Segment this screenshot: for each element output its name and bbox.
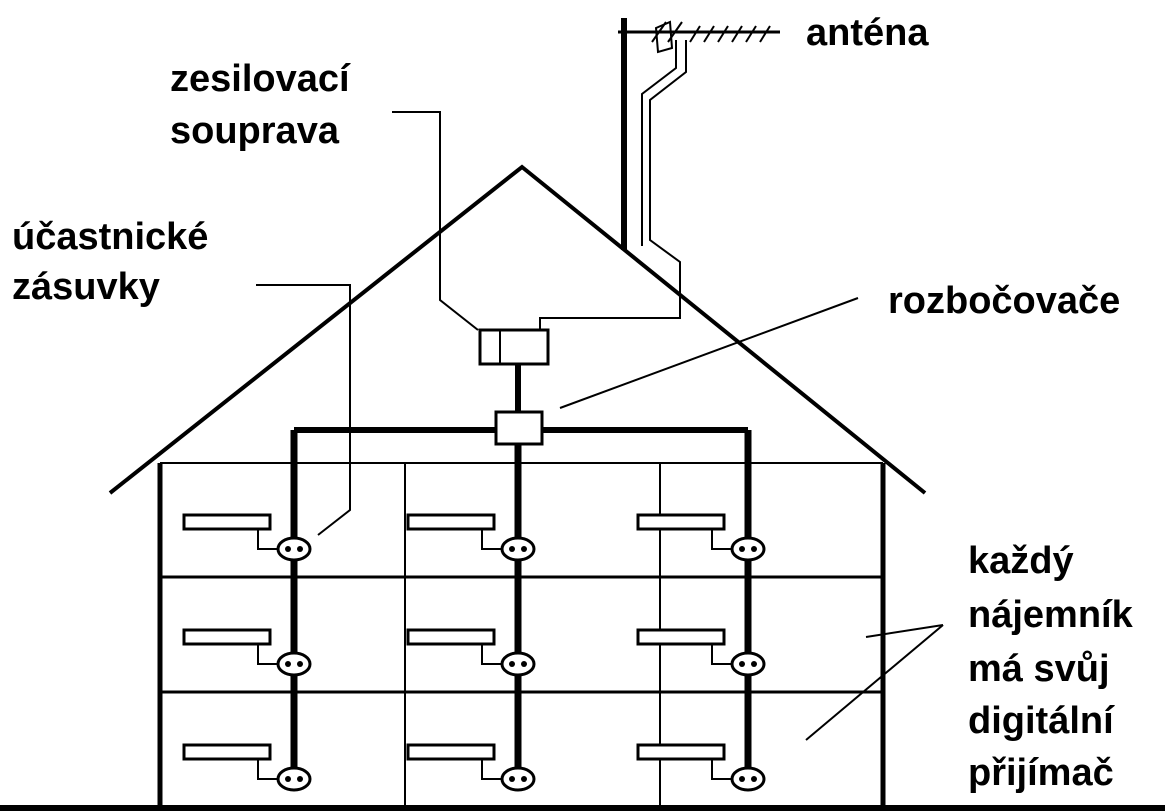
receiver-cable	[481, 529, 502, 550]
socket-pin	[521, 776, 527, 782]
socket-pin	[739, 546, 745, 552]
socket-pin	[751, 661, 757, 667]
amplifier-leader	[392, 111, 479, 331]
antenna-cable	[539, 40, 687, 338]
socket	[730, 536, 766, 562]
socket	[730, 766, 766, 792]
label-receiver-line-5: přijímač	[968, 752, 1114, 794]
socket-pin	[297, 546, 303, 552]
socket-pin	[521, 546, 527, 552]
socket-pin	[509, 661, 515, 667]
apartment-units	[182, 513, 766, 792]
socket-pin	[739, 776, 745, 782]
leader-lines	[256, 111, 944, 741]
receiver-cable	[257, 759, 278, 780]
receiver-leader-2	[805, 624, 944, 741]
antenna-assembly	[539, 18, 780, 338]
receiver-cable	[481, 644, 502, 665]
splitters-leader	[559, 297, 859, 409]
socket-pin	[285, 776, 291, 782]
receiver-cable	[711, 759, 732, 780]
receiver-cable	[711, 644, 732, 665]
label-amplifier-line-2: souprava	[170, 110, 339, 152]
socket-pin	[739, 661, 745, 667]
splitter-box	[494, 410, 544, 446]
receiver	[182, 628, 272, 646]
receiver	[406, 513, 496, 531]
head-end-devices	[294, 328, 748, 446]
label-sockets-line-2: zásuvky	[12, 266, 160, 308]
receiver-cable	[257, 529, 278, 550]
socket	[500, 651, 536, 677]
label-amplifier-line-1: zesilovací	[170, 58, 350, 100]
socket-pin	[521, 661, 527, 667]
receiver	[406, 743, 496, 761]
roof	[108, 164, 927, 495]
sockets-leader	[256, 284, 351, 536]
socket-pin	[751, 546, 757, 552]
receiver	[182, 513, 272, 531]
socket-pin	[285, 546, 291, 552]
risers	[290, 430, 752, 780]
antenna-cable-inner	[641, 40, 677, 246]
receiver	[636, 743, 726, 761]
socket-pin	[297, 661, 303, 667]
receiver	[406, 628, 496, 646]
label-receiver-line-3: má svůj	[968, 648, 1110, 690]
antenna-elements	[651, 21, 771, 43]
socket-pin	[751, 776, 757, 782]
receiver-leader-1	[865, 624, 944, 638]
socket	[276, 766, 312, 792]
socket-pin	[297, 776, 303, 782]
label-receiver-line-1: každý	[968, 540, 1074, 582]
receiver	[636, 513, 726, 531]
receiver-cable	[481, 759, 502, 780]
label-splitters: rozbočovače	[888, 280, 1121, 322]
socket	[500, 536, 536, 562]
receiver-cable	[257, 644, 278, 665]
socket-pin	[509, 546, 515, 552]
label-receiver-line-2: nájemník	[968, 594, 1133, 636]
socket	[276, 536, 312, 562]
antenna-dipole	[654, 20, 674, 54]
receiver-cable	[711, 529, 732, 550]
label-antenna: anténa	[806, 12, 929, 54]
socket-pin	[285, 661, 291, 667]
socket-pin	[509, 776, 515, 782]
label-receiver-line-4: digitální	[968, 700, 1114, 742]
amplifier-box	[478, 328, 550, 366]
receiver	[636, 628, 726, 646]
label-sockets-line-1: účastnické	[12, 216, 209, 258]
socket	[500, 766, 536, 792]
socket	[730, 651, 766, 677]
receiver	[182, 743, 272, 761]
socket	[276, 651, 312, 677]
